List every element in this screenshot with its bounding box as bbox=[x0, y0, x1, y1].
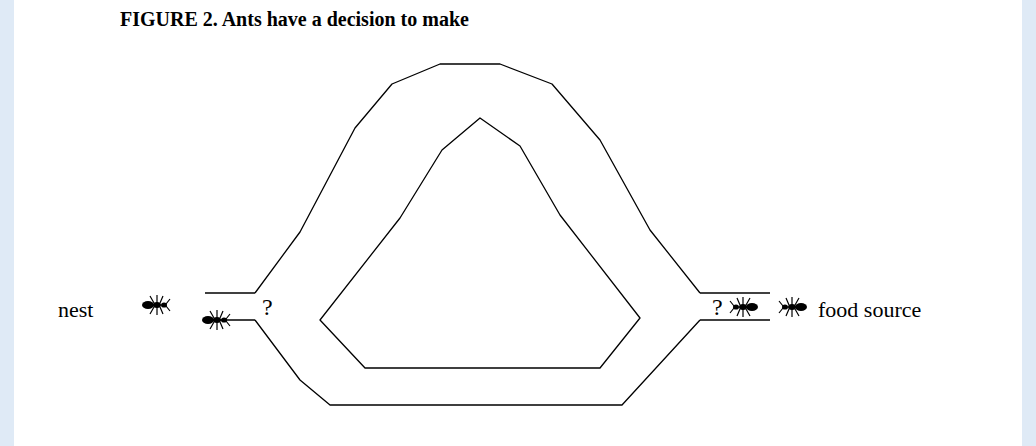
figure-title: FIGURE 2. Ants have a decision to make bbox=[120, 8, 469, 30]
white-panel bbox=[14, 0, 1022, 446]
ant-icons bbox=[142, 295, 807, 330]
nest-label: nest bbox=[58, 298, 93, 322]
food-source-label: food source bbox=[818, 298, 921, 322]
question-mark: ? bbox=[712, 294, 723, 320]
question-mark: ? bbox=[262, 294, 273, 320]
